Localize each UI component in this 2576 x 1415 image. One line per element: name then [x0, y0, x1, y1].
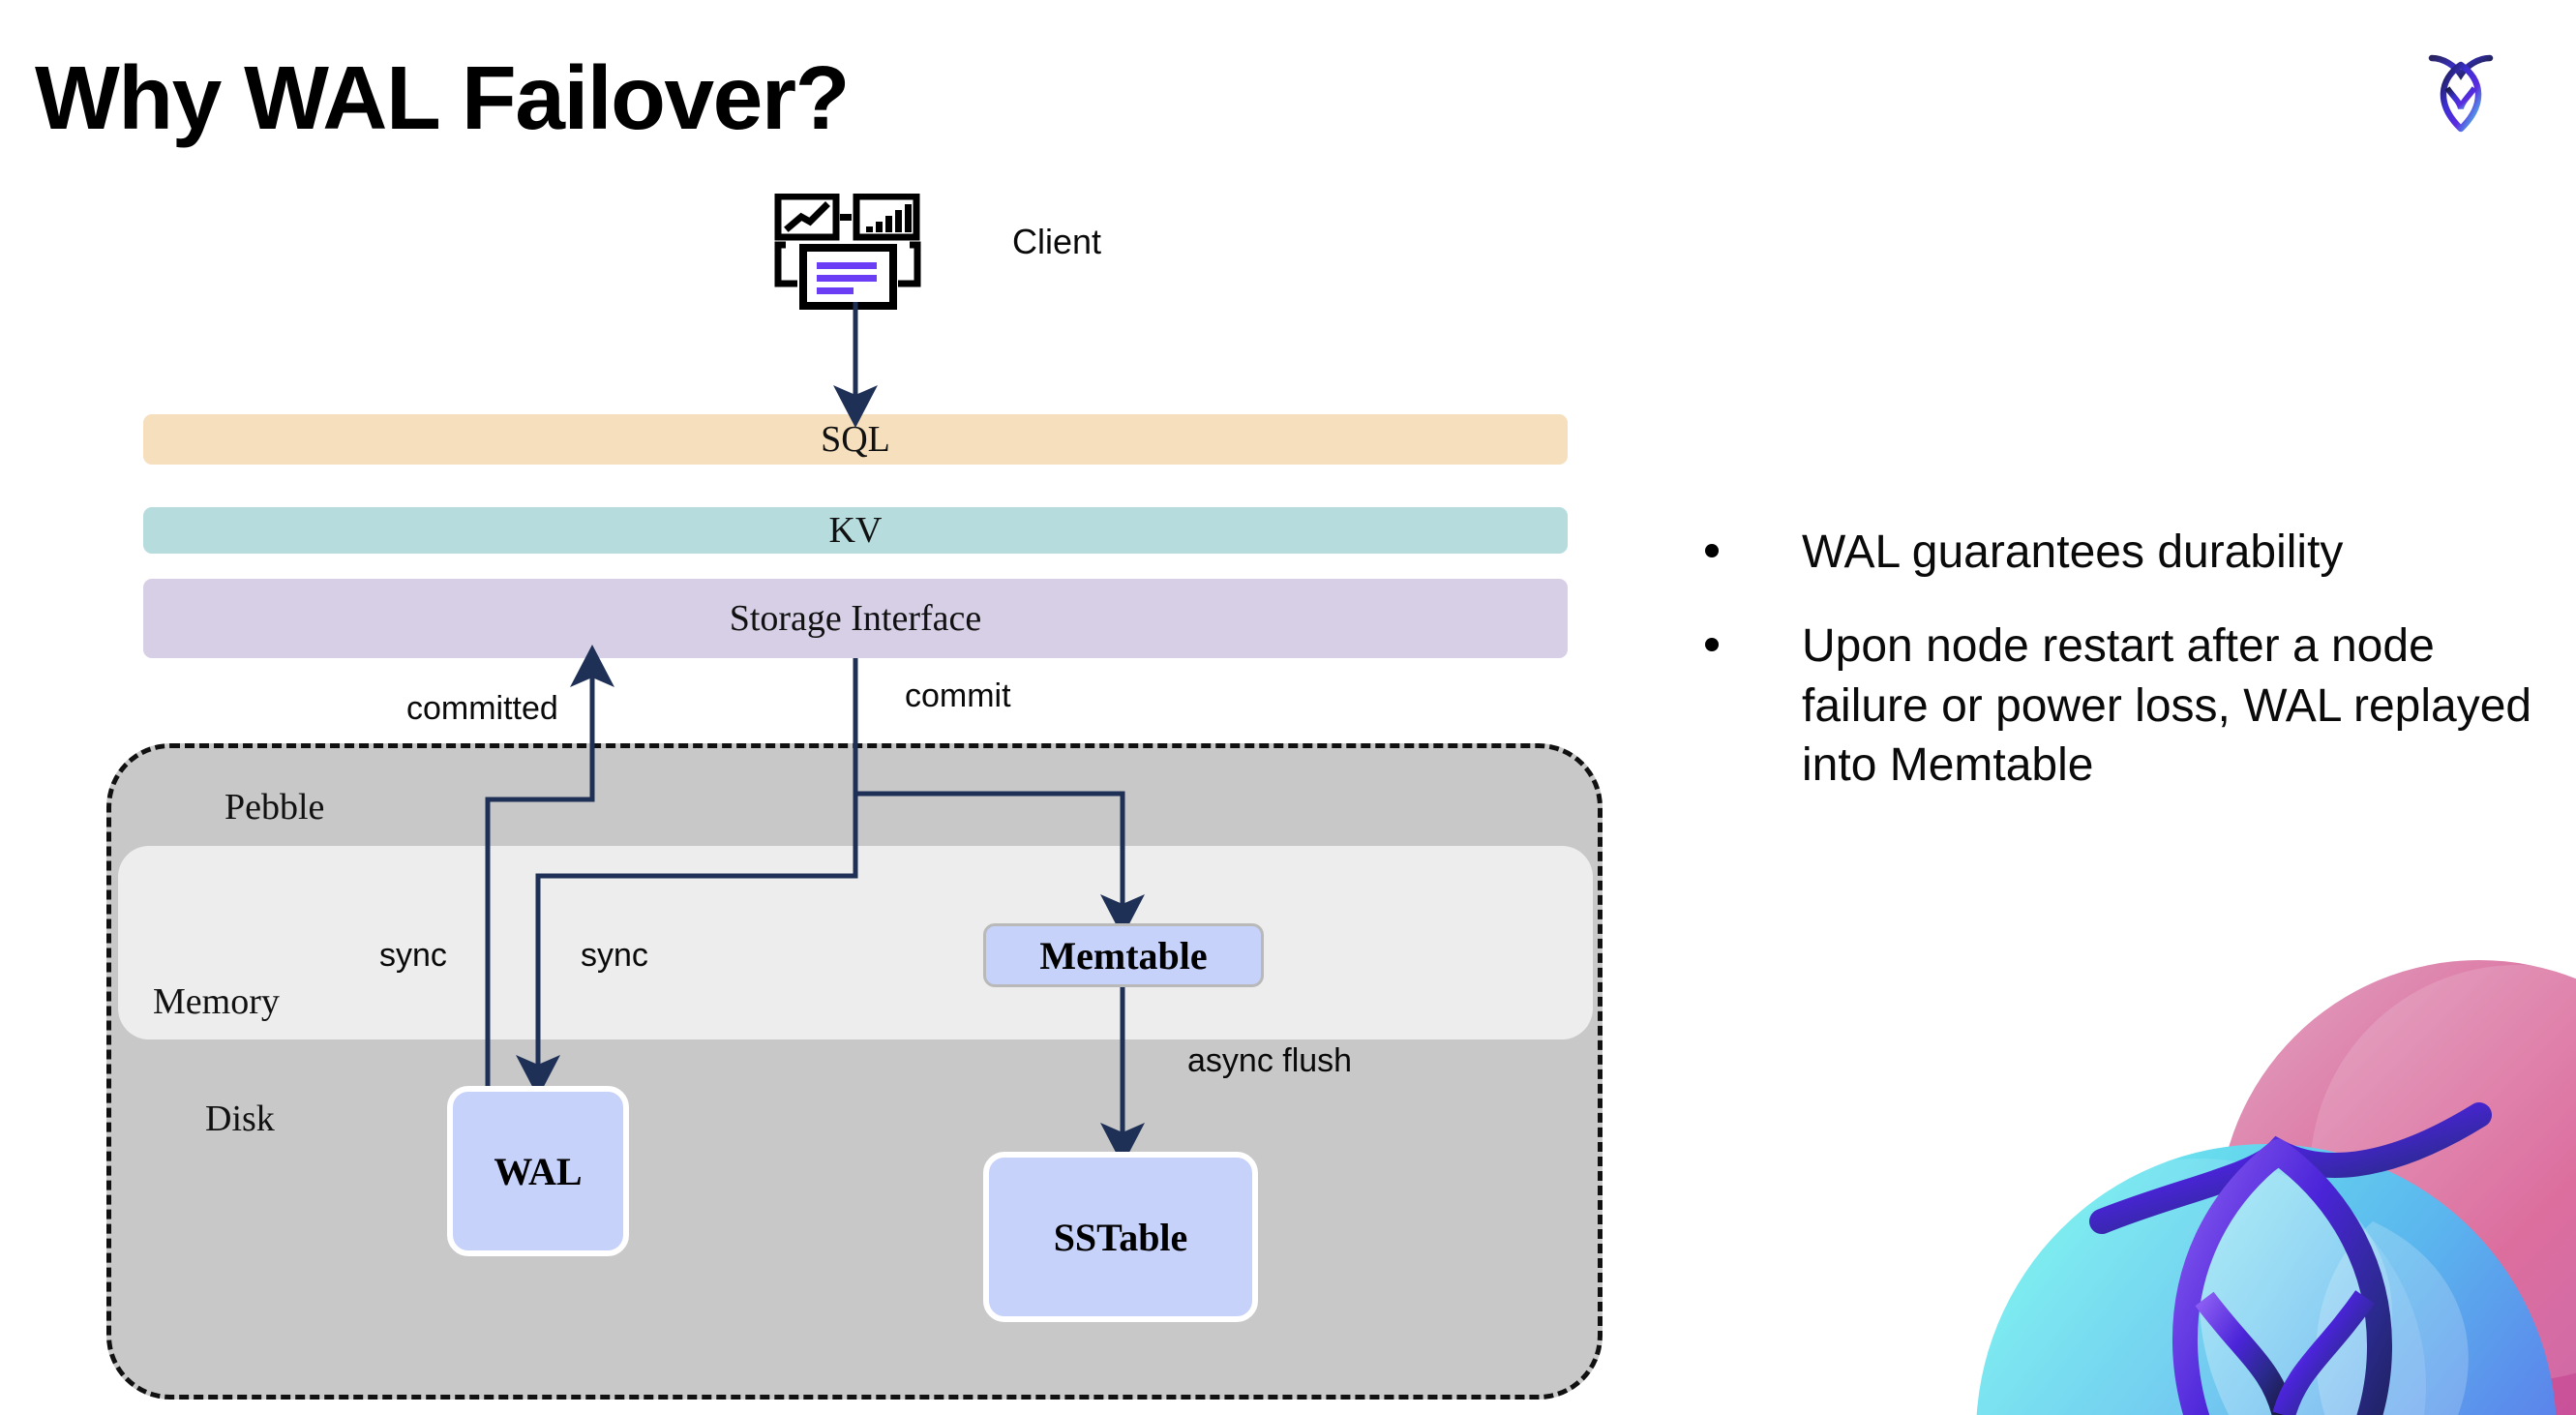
store-box-sstable-label: SSTable [1053, 1215, 1188, 1259]
flow-label-commit: commit [905, 677, 1011, 714]
bullet-list: WAL guarantees durability Upon node rest… [1705, 523, 2537, 830]
layer-bar-sql-label: SQL [821, 419, 890, 460]
store-box-memtable-label: Memtable [1039, 933, 1208, 978]
pebble-container [106, 743, 1603, 1400]
page-title: Why WAL Failover? [35, 47, 850, 148]
list-item: WAL guarantees durability [1705, 523, 2537, 582]
bullet-dot-icon [1705, 638, 1719, 652]
disk-label: Disk [205, 1099, 275, 1139]
flow-label-sync-left: sync [379, 937, 447, 974]
memory-region [118, 846, 1593, 1039]
bullet-dot-icon [1705, 544, 1719, 557]
store-box-wal: WAL [447, 1086, 629, 1256]
store-box-sstable: SSTable [983, 1152, 1258, 1322]
cockroachdb-decorative-mark-icon [1976, 931, 2576, 1415]
store-box-memtable: Memtable [983, 923, 1264, 987]
layer-bar-kv: KV [143, 507, 1568, 554]
flow-label-committed: committed [406, 690, 558, 727]
bullet-text: WAL guarantees durability [1802, 527, 2344, 578]
layer-bar-storage-interface: Storage Interface [143, 579, 1568, 658]
flow-label-sync-right: sync [581, 937, 648, 974]
layer-bar-sql: SQL [143, 414, 1568, 465]
memory-label: Memory [153, 981, 280, 1022]
client-dashboard-icon [774, 193, 929, 315]
bullet-text: Upon node restart after a node failure o… [1802, 620, 2532, 792]
layer-bar-storage-interface-label: Storage Interface [729, 598, 982, 639]
store-box-wal-label: WAL [494, 1149, 583, 1193]
cockroachdb-logo-icon [2409, 37, 2513, 141]
client-label: Client [1012, 222, 1102, 261]
layer-bar-kv-label: KV [828, 510, 883, 551]
list-item: Upon node restart after a node failure o… [1705, 617, 2537, 795]
flow-label-async-flush: async flush [1187, 1042, 1353, 1079]
pebble-label: Pebble [225, 787, 325, 828]
